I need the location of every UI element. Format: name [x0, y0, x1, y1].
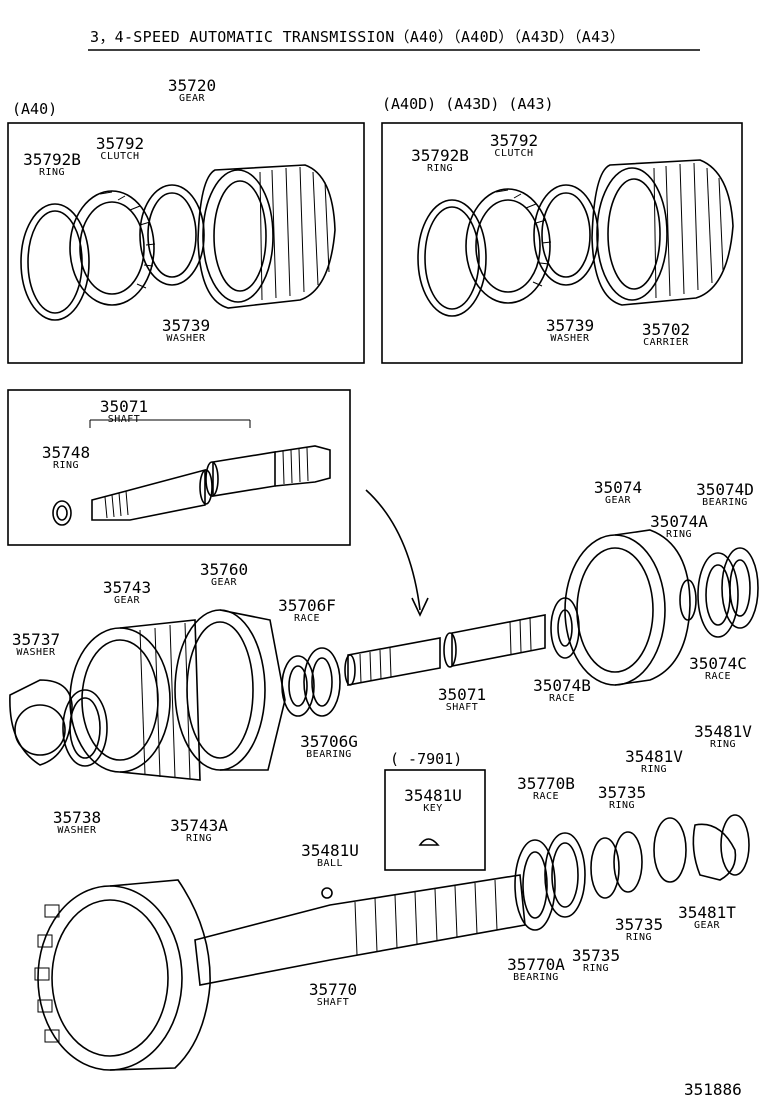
- box-label-serial: ( -7901): [390, 750, 463, 768]
- box-a40d: [381, 122, 743, 364]
- assembly-planetary: [9, 609, 341, 781]
- box-a40: [7, 122, 365, 364]
- box-shaft-35071: [7, 389, 351, 546]
- box-label-a40: (A40): [12, 100, 58, 118]
- assembly-a40: [20, 164, 336, 321]
- key-drawing: [418, 838, 440, 846]
- assembly-output-shaft: [344, 529, 759, 686]
- assembly-arrow: [365, 489, 421, 611]
- assembly-a40d: [417, 159, 734, 317]
- box-label-a40d: (A40D) (A43D) (A43): [382, 95, 554, 113]
- diagram-title: 3，4-SPEED AUTOMATIC TRANSMISSION（A40）（A4…: [90, 28, 626, 46]
- assembly-shaft-35071: [52, 419, 331, 526]
- footer-code: 351886: [684, 1080, 742, 1099]
- assembly-bottom: [34, 814, 750, 1071]
- box-serial-key: [384, 769, 486, 871]
